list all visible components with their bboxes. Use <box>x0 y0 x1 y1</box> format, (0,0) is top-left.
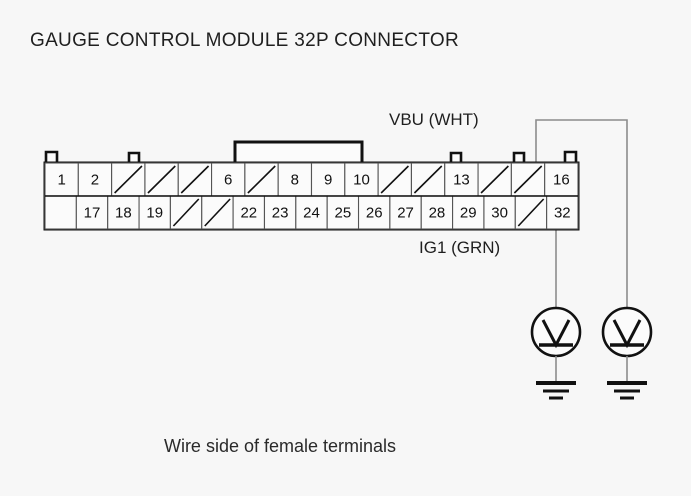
pin-cell <box>44 195 77 230</box>
pin-number: 25 <box>335 204 352 221</box>
pin-number: 28 <box>429 204 446 221</box>
pin-cell-blank-slash <box>517 198 545 227</box>
pin-cell-blank-slash <box>204 198 231 227</box>
pin-number: 1 <box>57 171 65 188</box>
diagram-caption: Wire side of female terminals <box>163 436 397 456</box>
pin-cell <box>546 195 579 230</box>
pin-number: 32 <box>554 204 571 221</box>
wire-vbu-white <box>535 119 628 308</box>
pin-cell-blank-slash <box>380 165 410 194</box>
pin-cell-blank-slash <box>513 165 543 194</box>
pin-number: 24 <box>303 204 320 221</box>
pin-cell <box>277 162 313 197</box>
voltmeter-right <box>601 306 653 400</box>
wire-label-ig1: IG1 (GRN) <box>419 238 501 257</box>
pin-number: 2 <box>91 171 99 188</box>
pin-cell <box>344 162 379 197</box>
page-title: GAUGE CONTROL MODULE 32P CONNECTOR <box>30 30 459 51</box>
pin-number: 8 <box>291 171 299 188</box>
pin-cell-blank-slash <box>413 165 443 194</box>
pin-number: 27 <box>397 204 414 221</box>
pin-cell <box>357 195 391 230</box>
pin-number: 29 <box>460 204 477 221</box>
connector-top-row: 1 2 6 8 9 10 13 16 <box>44 162 579 197</box>
pin-number: 10 <box>353 171 370 188</box>
pin-number: 9 <box>324 171 332 188</box>
voltmeter-right-circle <box>601 306 653 358</box>
pin-cell <box>452 195 485 230</box>
wire-label-vbu: VBU (WHT) <box>389 110 479 129</box>
pin-cell <box>211 162 246 197</box>
ground-symbol-left <box>536 381 576 400</box>
pin-number: 17 <box>84 204 101 221</box>
pin-number: 13 <box>453 171 470 188</box>
ground-symbol-right <box>607 381 647 400</box>
pin-cell <box>544 162 579 197</box>
voltmeter-left <box>530 306 582 400</box>
pin-cell <box>263 195 297 230</box>
pin-cell-blank-slash <box>480 165 509 194</box>
pin-cell <box>107 195 140 230</box>
pin-cell <box>295 195 328 230</box>
pin-number: 30 <box>491 204 508 221</box>
pin-number: 23 <box>272 204 289 221</box>
pin-number: 19 <box>146 204 163 221</box>
pin-number: 22 <box>240 204 257 221</box>
connector-tab-2 <box>127 151 141 163</box>
pin-cell-blank-slash <box>180 165 210 194</box>
pin-number: 26 <box>366 204 383 221</box>
pin-number: 6 <box>224 171 232 188</box>
voltmeter-left-circle <box>530 306 582 358</box>
pin-cell-blank-slash <box>114 165 143 194</box>
connector-bottom-row: 17 18 19 22 23 24 25 26 27 28 29 30 32 <box>44 195 579 230</box>
pin-number: 16 <box>553 171 570 188</box>
pin-number: 18 <box>115 204 132 221</box>
pin-cell-blank-slash <box>247 165 276 194</box>
connector-latch <box>233 140 364 165</box>
connector-tab-5 <box>563 150 578 163</box>
pin-cell-blank-slash <box>147 165 176 194</box>
pin-cell-blank-slash <box>172 198 200 227</box>
connector-tab-4 <box>512 151 526 163</box>
connector-tab-1 <box>44 150 59 163</box>
connector-tab-3 <box>449 151 463 163</box>
pin-cell <box>326 195 360 230</box>
